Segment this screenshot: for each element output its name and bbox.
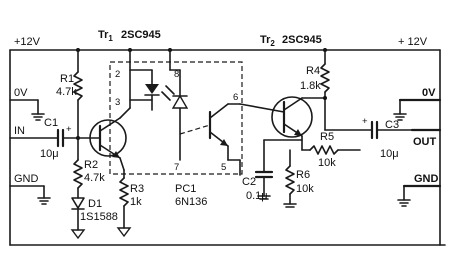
d1-name: D1 — [88, 198, 102, 210]
r4-name: R4 — [306, 65, 320, 77]
c1-value: 10μ — [40, 148, 59, 160]
pc1-pin-3: 3 — [115, 97, 120, 108]
c2-value: 0.1μ — [246, 190, 268, 202]
r3-value: 1k — [130, 196, 142, 208]
r2-name: R2 — [84, 159, 98, 171]
c1-name: C1 — [44, 117, 58, 129]
right-gnd-terminal — [397, 184, 442, 207]
r3-name: R3 — [130, 183, 144, 195]
d1-diode — [70, 197, 86, 240]
left-0v-label: 0V — [14, 87, 28, 99]
c3-name: C3 — [385, 119, 399, 131]
svg-text:Tr1: Tr1 — [98, 29, 113, 43]
pc1-name: PC1 — [175, 183, 196, 195]
tr2-designator: Tr — [260, 34, 271, 46]
tr1-transistor — [77, 49, 131, 171]
right-gnd-label: GND — [414, 173, 439, 185]
pc1-ground-wire — [227, 159, 241, 176]
right-out-label: OUT — [413, 136, 437, 148]
pc1-pin-8: 8 — [174, 69, 179, 80]
r3-resistor — [116, 169, 132, 238]
tr1-label: Tr1 2SC945 — [98, 29, 161, 43]
tr2-label: Tr2 2SC945 — [260, 34, 322, 48]
right-0v-label: 0V — [422, 87, 436, 99]
r6-value: 10k — [296, 183, 314, 195]
c1-capacitor — [56, 128, 79, 148]
svg-text:Tr2: Tr2 — [260, 34, 275, 48]
tr2-part: 2SC945 — [282, 34, 322, 46]
r2-resistor — [73, 159, 83, 199]
tr1-subscript: 1 — [108, 34, 113, 43]
c2-capacitor — [254, 139, 274, 200]
vcc-label-left: +12V — [14, 36, 41, 48]
left-in-label: IN — [14, 125, 25, 137]
left-gnd-label: GND — [14, 173, 39, 185]
r5-resistor — [301, 145, 361, 155]
tr2-transistor — [239, 96, 326, 151]
c3-value: 10μ — [380, 148, 399, 160]
r2-value: 4.7k — [84, 172, 105, 184]
pc1-pin-6: 6 — [233, 92, 238, 103]
r4-resistor — [320, 49, 330, 131]
vcc-rail — [9, 48, 441, 52]
pc1-photocoupler — [109, 49, 243, 175]
tr1-designator: Tr — [98, 29, 109, 41]
r1-name: R1 — [60, 73, 74, 85]
vcc-label-right: + 12V — [398, 36, 428, 48]
r6-resistor — [283, 149, 297, 208]
c3-polarity: + — [362, 116, 368, 127]
pc1-part: 6N136 — [175, 196, 207, 208]
right-0v-terminal — [393, 98, 442, 121]
left-gnd-terminal — [9, 185, 51, 205]
d1-part: 1S1588 — [80, 211, 118, 223]
r6-name: R6 — [296, 169, 310, 181]
r5-value: 10k — [318, 157, 336, 169]
r1-resistor — [73, 49, 83, 161]
r4-value: 1.8k — [300, 80, 321, 92]
frame — [9, 49, 446, 246]
r5-name: R5 — [320, 131, 334, 143]
pc1-pin-5: 5 — [221, 162, 226, 173]
pc1-pin-7: 7 — [174, 162, 179, 173]
pc1-pin-2: 2 — [115, 69, 120, 80]
c3-capacitor — [324, 120, 413, 140]
c1-polarity: + — [66, 124, 72, 135]
r1-value: 4.7k — [56, 86, 77, 98]
left-0v-terminal — [9, 99, 45, 121]
c2-name: C2 — [242, 176, 256, 188]
tr1-part: 2SC945 — [121, 29, 161, 41]
tr2-subscript: 2 — [270, 39, 275, 48]
